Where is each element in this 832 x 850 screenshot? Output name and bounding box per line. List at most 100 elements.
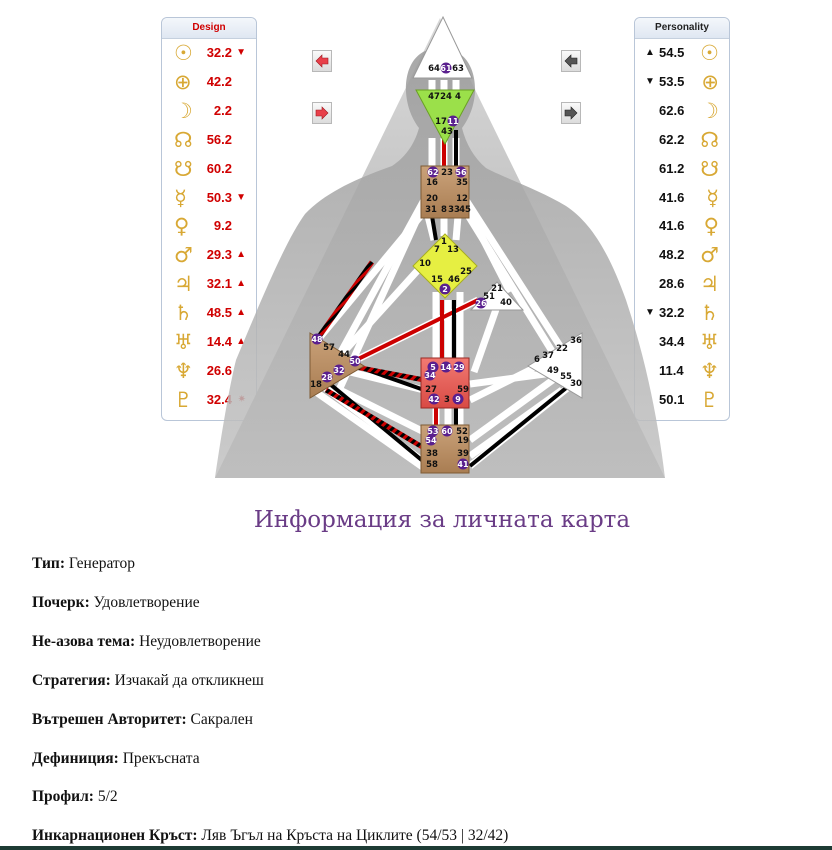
personality-marker: ▲ (645, 47, 655, 58)
activated-gate-marker (321, 371, 333, 383)
solar-plexus-center (527, 332, 583, 399)
gate-36: 36 (570, 336, 582, 346)
gate-47: 47 (428, 92, 440, 102)
personality-row: ☿41.6 (635, 185, 731, 211)
info-value: 5/2 (97, 788, 118, 806)
info-value: Прекъсната (122, 749, 200, 767)
gate-22: 22 (556, 344, 568, 354)
design-value: 48.5 (206, 305, 232, 321)
info-line: Дефиниция: Прекъсната (32, 750, 200, 768)
info-line: Профил: 5/2 (32, 788, 118, 806)
design-marker: ▼ (236, 191, 246, 203)
arrow-left-icon (315, 54, 329, 68)
personality-next-button[interactable] (561, 102, 581, 124)
gate-21: 21 (491, 284, 503, 294)
design-row: ♀9.2 (162, 213, 258, 239)
personality-row: ⊕53.5▼ (635, 69, 731, 95)
gate-59: 59 (457, 385, 469, 395)
personality-value: 11.4 (659, 362, 684, 378)
activated-gate-marker (440, 62, 452, 74)
gate-54: 54 (425, 436, 437, 445)
gate-35: 35 (456, 178, 468, 188)
moon-icon: ☽ (174, 98, 193, 123)
design-marker: ▲ (236, 278, 246, 290)
north-node-icon: ☊ (174, 127, 193, 152)
south-node-icon: ☋ (700, 156, 719, 181)
gate-49: 49 (547, 366, 559, 376)
gate-33: 33 (448, 205, 460, 215)
personality-value: 32.2 (659, 305, 685, 321)
gate-5: 5 (430, 363, 436, 372)
g-center (412, 233, 478, 299)
activated-gate-marker (439, 283, 451, 295)
gate-57: 57 (323, 343, 335, 353)
gate-40: 40 (500, 298, 512, 308)
personality-value: 41.6 (659, 189, 685, 205)
gate-60: 60 (441, 427, 453, 436)
personality-row: ♇50.1 (635, 387, 731, 413)
activated-gate-marker (427, 425, 439, 437)
defined-channels (315, 130, 578, 468)
gate-3: 3 (444, 395, 450, 405)
gate-34: 34 (424, 371, 436, 380)
gate-31: 31 (425, 205, 437, 215)
gate-15: 15 (431, 275, 443, 285)
personality-panel: Personality ☉54.5▲⊕53.5▼☽62.6☊62.2☋61.2☿… (634, 17, 730, 421)
gate-55: 55 (560, 372, 572, 382)
gate-58: 58 (426, 460, 438, 470)
personality-value: 53.5 (659, 73, 685, 89)
info-line: Инкарнационен Кръст: Ляв Ъгъл на Кръста … (32, 827, 508, 845)
earth-icon: ⊕ (174, 69, 192, 94)
activated-gate-marker (453, 361, 465, 373)
design-row: ♄48.5▲ (162, 300, 258, 326)
moon-icon: ☽ (700, 98, 719, 123)
gate-41: 41 (457, 460, 469, 469)
activated-gate-marker (440, 361, 452, 373)
personality-value: 48.2 (659, 247, 685, 263)
gate-20: 20 (426, 194, 438, 204)
personality-value: 28.6 (659, 276, 685, 292)
design-value: 29.3 (206, 247, 232, 263)
design-next-button[interactable] (312, 102, 332, 124)
design-value: 60.2 (206, 160, 232, 176)
info-line: Не-азова тема: Неудовлетворение (32, 633, 261, 651)
activated-gate-marker (425, 434, 437, 446)
design-marker: ▲ (236, 307, 246, 319)
personality-value: 54.5 (659, 45, 685, 60)
personality-row: ☽62.6 (635, 98, 731, 124)
bottom-bar (0, 846, 832, 850)
design-marker: ▲ (236, 336, 246, 347)
arrow-left-icon (564, 54, 578, 68)
gate-51: 51 (483, 292, 495, 302)
personality-row: ♄32.2▼ (635, 300, 731, 326)
gate-42: 42 (428, 395, 439, 404)
info-label: Почерк: (32, 593, 90, 611)
activated-gate-marker (441, 425, 453, 437)
activated-gate-marker (333, 364, 345, 376)
personality-marker: ▼ (645, 307, 655, 319)
design-value: 2.2 (213, 102, 232, 118)
personality-value: 34.4 (659, 334, 685, 349)
design-row: ☿ 50.3 ▼ (162, 185, 258, 211)
arrow-right-icon (564, 106, 578, 120)
mercury-icon: ☿ (174, 185, 187, 210)
activated-gate-marker (349, 355, 361, 367)
personality-prev-button[interactable] (561, 50, 581, 72)
gate-56: 56 (455, 168, 467, 177)
gate-53: 53 (427, 427, 438, 436)
personality-row: ☉54.5▲ (635, 40, 731, 66)
info-value: Удовлетворение (93, 593, 200, 611)
design-marker: ▼ (236, 47, 246, 58)
gate-18: 18 (310, 380, 322, 390)
activated-gate-marker (452, 393, 464, 405)
info-value: Изчакай да откликнеш (114, 671, 264, 689)
info-label: Инкарнационен Кръст: (32, 827, 198, 845)
gate-62: 62 (427, 168, 438, 177)
activated-gate-marker (457, 458, 469, 470)
gate-17: 17 (435, 117, 447, 127)
gate-11: 11 (447, 117, 459, 126)
north-node-icon: ☊ (700, 127, 719, 152)
design-value: 50.3 (206, 189, 232, 205)
design-prev-button[interactable] (312, 50, 332, 72)
design-row: ♂29.3▲ (162, 242, 258, 268)
